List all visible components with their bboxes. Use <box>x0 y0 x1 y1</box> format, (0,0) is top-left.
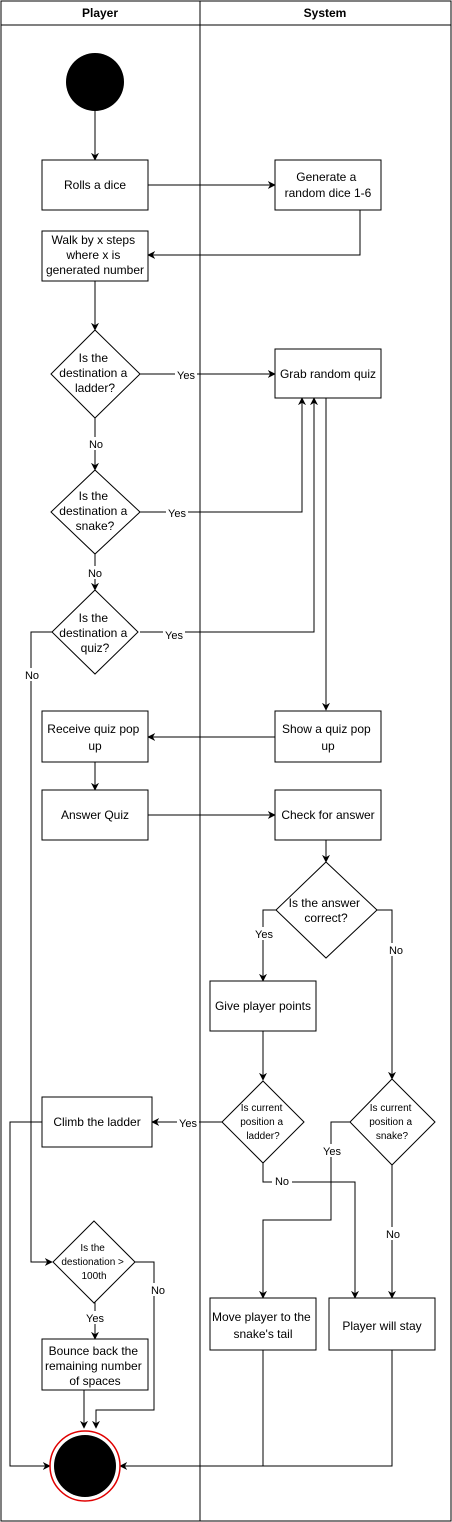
label-dest-no: No <box>151 1285 165 1297</box>
text-correct-q: Is the answer correct? <box>289 896 364 925</box>
text-quiz-q: Is the destination a quiz? <box>59 611 130 655</box>
edge-snake-yes <box>140 397 306 513</box>
label-current-snake-no: No <box>386 1229 400 1241</box>
node-generate-dice <box>274 159 382 211</box>
label-dest-yes: Yes <box>86 1313 104 1325</box>
edge-labels: Yes No Yes No Yes No Yes No Yes No Yes N… <box>22 368 406 1325</box>
edge-current-ladder-no <box>262 1162 359 1299</box>
label-correct-yes: Yes <box>255 929 273 941</box>
label-current-ladder-no: No <box>275 1176 289 1188</box>
label-current-ladder-yes: Yes <box>179 1118 197 1130</box>
text-player-stay: Player will stay <box>342 1319 421 1333</box>
label-snake-no: No <box>88 568 102 580</box>
text-check-answer: Check for answer <box>281 808 374 822</box>
edge-dest-no <box>92 1261 155 1429</box>
node-labels: Rolls a dice Generate a random dice 1-6 … <box>45 170 422 1388</box>
text-roll-dice: Rolls a dice <box>64 178 126 192</box>
node-bounce-back <box>41 1338 149 1391</box>
node-ladder-q <box>50 329 141 419</box>
edge-generate-to-walk <box>147 210 361 259</box>
text-ladder-q: Is the destination a ladder? <box>59 351 130 395</box>
node-answer-quiz <box>41 789 149 841</box>
node-move-snake <box>209 1297 317 1351</box>
lane-title-system: System <box>304 6 347 20</box>
node-snake-q <box>50 469 141 555</box>
edge-climb-to-end <box>9 1121 51 1470</box>
text-generate-dice: Generate a random dice 1-6 <box>285 170 372 200</box>
label-current-snake-yes: Yes <box>323 1146 341 1158</box>
node-receive-quiz <box>41 710 149 763</box>
label-ladder-yes: Yes <box>177 370 195 382</box>
text-snake-q: Is the destination a snake? <box>59 489 130 533</box>
edge-correct-yes <box>259 909 283 982</box>
text-current-snake-q: Is current position a snake? <box>369 1103 415 1142</box>
lane-title-player: Player <box>82 6 118 20</box>
text-give-points: Give player points <box>215 999 311 1013</box>
edge-correct-no <box>369 909 396 1080</box>
label-correct-no: No <box>389 945 403 957</box>
edge-current-snake-yes <box>259 1121 352 1299</box>
text-show-quiz: Show a quiz pop up <box>282 722 374 753</box>
node-current-snake-q <box>349 1078 436 1166</box>
text-answer-quiz: Answer Quiz <box>61 808 129 822</box>
edge-quiz-no <box>30 631 53 1266</box>
label-ladder-no: No <box>89 439 103 451</box>
node-player-stay <box>328 1297 436 1351</box>
node-give-points <box>209 980 317 1032</box>
node-check-answer <box>274 789 382 841</box>
label-quiz-yes: Yes <box>165 630 183 642</box>
start-node <box>66 53 124 111</box>
text-climb-ladder: Climb the ladder <box>53 1115 140 1129</box>
edge-stay-to-end <box>263 1350 393 1467</box>
node-roll-dice <box>41 159 149 211</box>
label-quiz-no: No <box>25 670 39 682</box>
decision-nodes <box>50 329 436 1304</box>
text-bounce-back: Bounce back the remaining number of spac… <box>45 1344 145 1388</box>
node-show-quiz <box>274 710 382 763</box>
node-walk <box>41 230 149 282</box>
text-receive-quiz: Receive quiz pop up <box>47 722 142 753</box>
text-walk: Walk by x steps where x is generated num… <box>46 233 144 277</box>
node-dest-100-q <box>52 1220 136 1304</box>
text-dest-100-q: Is the destionation > 100th <box>61 1243 126 1282</box>
text-move-snake: Move player to the snake's tail <box>212 1310 314 1341</box>
node-current-ladder-q <box>221 1080 305 1164</box>
action-nodes <box>41 159 436 1391</box>
label-snake-yes: Yes <box>168 508 186 520</box>
text-current-ladder-q: Is current position a ladder? <box>240 1103 286 1142</box>
node-correct-q <box>275 861 378 959</box>
text-grab-quiz: Grab random quiz <box>280 367 376 381</box>
node-climb-ladder <box>41 1096 153 1148</box>
node-grab-quiz <box>274 348 382 399</box>
edge-quiz-yes <box>140 397 318 633</box>
node-quiz-q <box>51 589 139 675</box>
end-node <box>49 1430 121 1502</box>
